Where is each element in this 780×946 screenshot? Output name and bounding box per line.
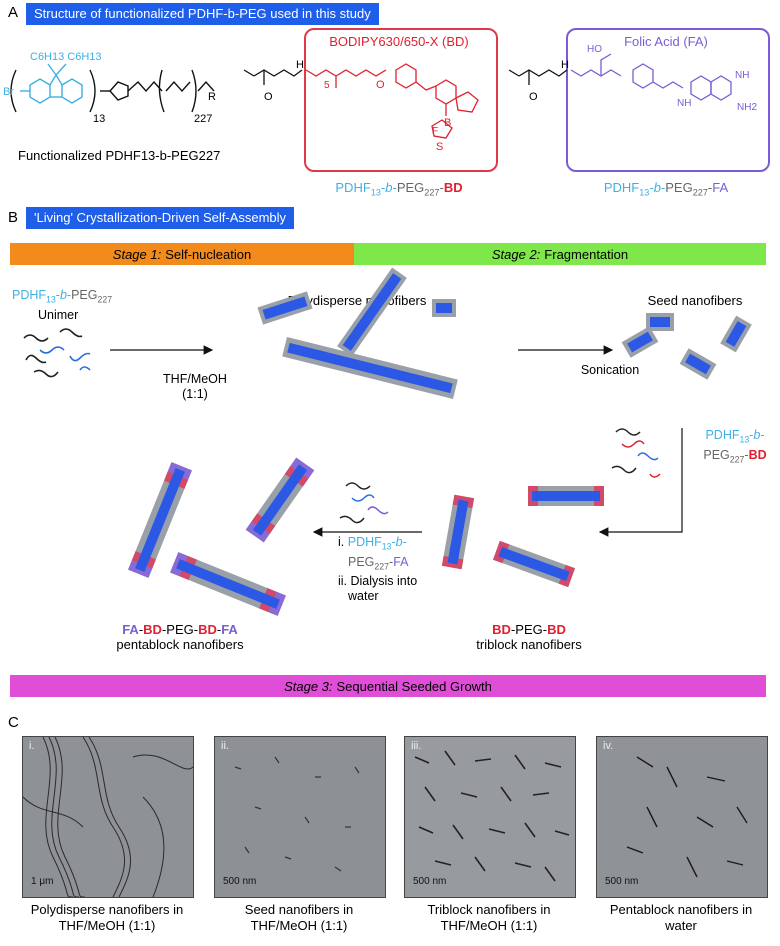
caption-fa: PDHF13-b-PEG227-FA: [603, 180, 729, 198]
stage3-bar: Stage 3:Sequential Seeded Growth: [10, 675, 766, 697]
panel-label-a: A: [8, 4, 19, 21]
add-bd-label: PDHF13-b-PEG227-BD: [703, 428, 767, 464]
folic-nh2: NH2: [737, 102, 757, 113]
folic-carbonyl-o: O: [529, 91, 538, 103]
seed-fibers: [621, 313, 752, 380]
r-group: R: [208, 91, 216, 103]
caption-bd: PDHF13-b-PEG227-BD: [335, 180, 463, 198]
folic-structure: O H HO NH NH NH2: [508, 44, 757, 113]
tem1-caption: Polydisperse nanofibers in THF/MeOH (1:1…: [30, 902, 184, 933]
unimer-chains: [23, 328, 91, 378]
tem3-caption: Triblock nanofibers in THF/MeOH (1:1): [427, 902, 551, 933]
methylene-5: 5: [324, 80, 330, 91]
tem1-scale: 1 μm: [31, 876, 54, 887]
tem4-caption: Pentablock nanofibers in water: [609, 902, 753, 933]
tem4-scale: 500 nm: [605, 876, 639, 887]
repeat-13: 13: [93, 113, 105, 125]
repeat-227: 227: [194, 113, 212, 125]
tem-image-1: i. 1 μm: [22, 736, 194, 898]
tem2-scale: 500 nm: [223, 876, 257, 887]
sulfur-atom: S: [436, 141, 443, 153]
arrow-bd-growth: [598, 428, 683, 537]
folic-nh-ring: NH: [735, 70, 749, 81]
stage1-label: Stage 1:: [112, 246, 162, 262]
solvent-label: THF/MeOH(1:1): [163, 372, 227, 401]
stage3-text: Sequential Seeded Growth: [336, 678, 492, 694]
stage3-label: Stage 3:: [284, 678, 333, 694]
boron-atom: B: [444, 117, 451, 129]
tem2-number: ii.: [221, 740, 229, 752]
section-b-banner: 'Living' Crystallization-Driven Self-Ass…: [26, 207, 295, 229]
section-a-banner: Structure of functionalized PDHF-b-PEG u…: [26, 3, 379, 25]
bodipy-structure: O H 5 O B F S: [243, 59, 479, 153]
seed-label: Seed nanofibers: [647, 293, 743, 308]
stage1-bar: Stage 1:Self-nucleation: [10, 243, 354, 265]
folic-title: Folic Acid (FA): [624, 34, 708, 49]
tem3-number: iii.: [411, 740, 422, 752]
polydisperse-fibers: [257, 267, 458, 399]
triblock-fibers: [441, 486, 604, 588]
tem3-scale: 500 nm: [413, 876, 447, 887]
fluorine-atom: F: [432, 126, 438, 137]
folic-amide-h: H: [561, 59, 569, 71]
bodipy-title: BODIPY630/650-X (BD): [329, 34, 469, 49]
caption-functionalized: Functionalized PDHF13-b-PEG227: [18, 148, 221, 163]
stage2-bar: Stage 2:Fragmentation: [354, 243, 766, 265]
pentablock-fibers: [128, 457, 315, 616]
br-atom: Br: [3, 86, 14, 98]
stage2-label: Stage 2:: [491, 246, 541, 262]
tem-image-4: iv. 500 nm: [596, 736, 768, 898]
tem1-number: i.: [29, 740, 35, 752]
hexyl-label: C6H13 C6H13: [30, 51, 102, 63]
panel-label-b: B: [8, 209, 19, 226]
sonication-label: Sonication: [580, 363, 640, 377]
fa-chains: [339, 482, 389, 524]
stage1-text: Self-nucleation: [165, 246, 252, 262]
tem-image-2: ii. 500 nm: [214, 736, 386, 898]
ether-o: O: [376, 79, 385, 91]
stage2-text: Fragmentation: [544, 246, 629, 262]
carbonyl-o: O: [264, 91, 273, 103]
bodipy-box: [304, 28, 498, 172]
amide-h: H: [296, 59, 304, 71]
tem2-caption: Seed nanofibers in THF/MeOH (1:1): [244, 902, 354, 933]
folic-nh: NH: [677, 98, 691, 109]
tem-image-3: iii. 500 nm: [404, 736, 576, 898]
cdsa-scheme: [23, 267, 752, 616]
folic-ho: HO: [587, 44, 602, 55]
bd-chains: [611, 428, 661, 478]
panel-label-c: C: [8, 714, 19, 731]
folic-box: [566, 28, 770, 172]
pdhf-peg-structure: Br C6H13 C6H13 13 227 R: [3, 51, 216, 125]
tem4-number: iv.: [603, 740, 614, 752]
